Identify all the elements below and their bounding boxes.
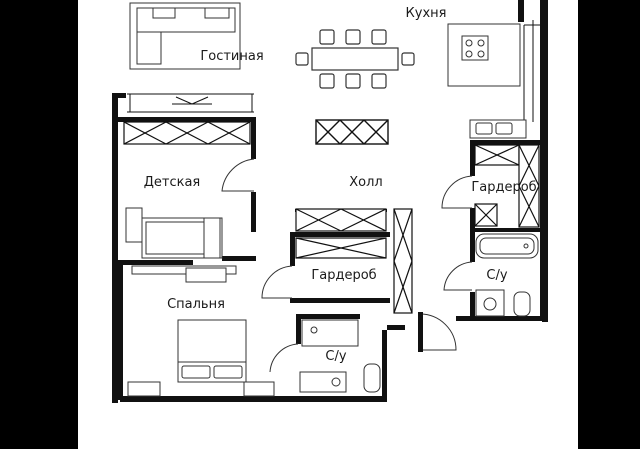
label-kids: Детская (144, 175, 201, 190)
label-wardrobe-center: Гардероб (311, 268, 376, 283)
kitchen-counter (447, 23, 527, 139)
hall-shelf (393, 208, 413, 314)
hall-island (315, 119, 389, 145)
label-kitchen: Кухня (406, 6, 447, 21)
bedroom-walls (118, 260, 123, 400)
center-bath-door-swing (269, 343, 299, 373)
right-wardrobe-shelf (474, 144, 540, 228)
kids-wardrobe (123, 121, 251, 145)
label-living: Гостиная (200, 49, 263, 64)
entrance-wall (418, 312, 423, 352)
right-wardrobe-door-swing (441, 175, 473, 209)
outer-walls (112, 0, 548, 403)
kids-door-swing (221, 158, 255, 192)
center-wardrobe-shelf (295, 208, 387, 259)
sofa (129, 2, 241, 70)
windows (127, 20, 542, 122)
bedroom-tv-unit (131, 265, 237, 283)
kids-bed (125, 207, 223, 259)
wardrobe-door-swing (261, 265, 293, 299)
right-bath-door-swing (443, 261, 473, 291)
center-bath-walls (296, 314, 360, 344)
label-bedroom: Спальня (167, 297, 225, 312)
kids-room-walls (118, 117, 256, 265)
center-bath-fixtures (299, 319, 381, 393)
label-wardrobe-right: Гардероб (471, 180, 536, 195)
right-wardrobe-walls (470, 140, 544, 232)
label-bath-right: С/у (486, 268, 507, 283)
label-bath-center: С/у (325, 349, 346, 364)
dining-table (295, 29, 415, 89)
label-hall: Холл (349, 175, 382, 190)
bed (127, 319, 275, 397)
right-bath-fixtures (475, 233, 539, 317)
entrance-door-swing (419, 313, 457, 351)
right-bath-walls (470, 232, 475, 320)
